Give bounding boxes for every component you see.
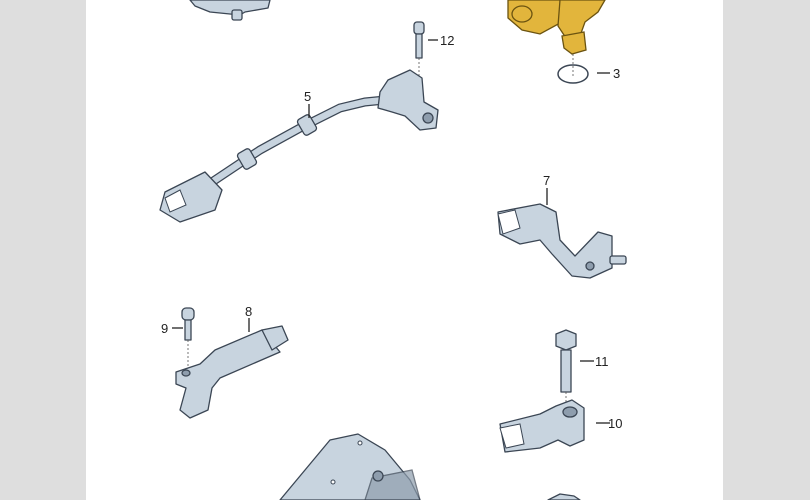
bolt-12 [413, 21, 425, 59]
o-ring-3 [557, 64, 589, 84]
sensor-10 [499, 399, 585, 453]
gold-sensor [507, 0, 606, 55]
cover-plate-partial [279, 433, 421, 500]
label-8: 8 [245, 304, 252, 319]
left-margin [0, 0, 86, 500]
label-12: 12 [440, 33, 454, 48]
sensor-with-cable-5 [159, 69, 439, 223]
label-11: 11 [595, 354, 609, 369]
bolt-9 [181, 307, 195, 341]
partial-part-bottom-right [547, 493, 581, 500]
label-9: 9 [161, 321, 168, 336]
partial-sensor-top-left [189, 0, 271, 21]
label-7: 7 [543, 173, 550, 188]
label-3: 3 [613, 66, 620, 81]
label-5: 5 [304, 89, 311, 104]
right-margin [723, 0, 810, 500]
sensor-8 [175, 325, 289, 419]
bolt-11 [555, 329, 577, 393]
sensor-7 [497, 203, 627, 279]
label-10: 10 [608, 416, 622, 431]
